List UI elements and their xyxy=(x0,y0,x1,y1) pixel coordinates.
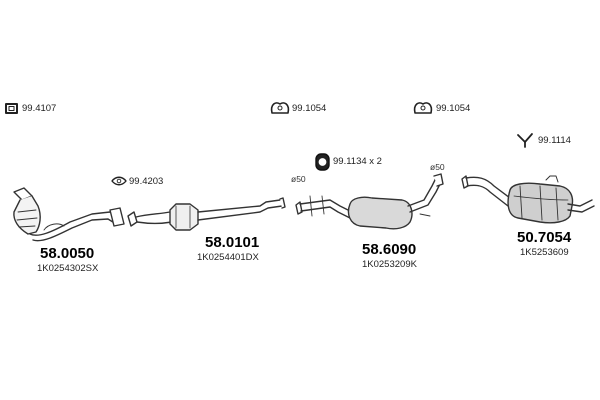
hanger-icon xyxy=(270,102,290,114)
diameter-label: ø50 xyxy=(430,162,445,172)
fitting-code-hanger: 99.1054 xyxy=(436,103,471,114)
part-code: 58.0101 xyxy=(205,234,260,251)
diameter-label: ø50 xyxy=(291,174,306,184)
intermediate-pipe xyxy=(127,197,286,231)
fitting-code-ring: 99.4203 xyxy=(129,176,164,187)
fitting-code-clamp: 99.4107 xyxy=(22,103,57,114)
centre-silencer xyxy=(295,173,444,230)
fitting-code-mount: 99.1134 x 2 xyxy=(333,156,382,167)
part-reference: 1K0254302SX xyxy=(37,263,99,274)
ring-icon xyxy=(111,176,127,186)
part-reference: 1K0254401DX xyxy=(197,252,259,263)
rear-silencer xyxy=(461,175,595,224)
front-pipe-catalyst xyxy=(13,187,125,242)
part-code: 50.7054 xyxy=(517,229,572,246)
fitting-code-bracket: 99.1114 xyxy=(538,135,571,146)
rubber-mount-icon xyxy=(315,153,330,171)
part-code: 58.0050 xyxy=(40,245,95,262)
part-reference: 1K0253209K xyxy=(362,259,417,270)
part-reference: 1K5253609 xyxy=(520,247,569,258)
clamp-icon xyxy=(5,103,18,114)
fitting-code-hanger: 99.1054 xyxy=(292,103,327,114)
bracket-icon xyxy=(517,133,533,148)
hanger-icon xyxy=(413,102,433,114)
part-code: 58.6090 xyxy=(362,241,417,258)
